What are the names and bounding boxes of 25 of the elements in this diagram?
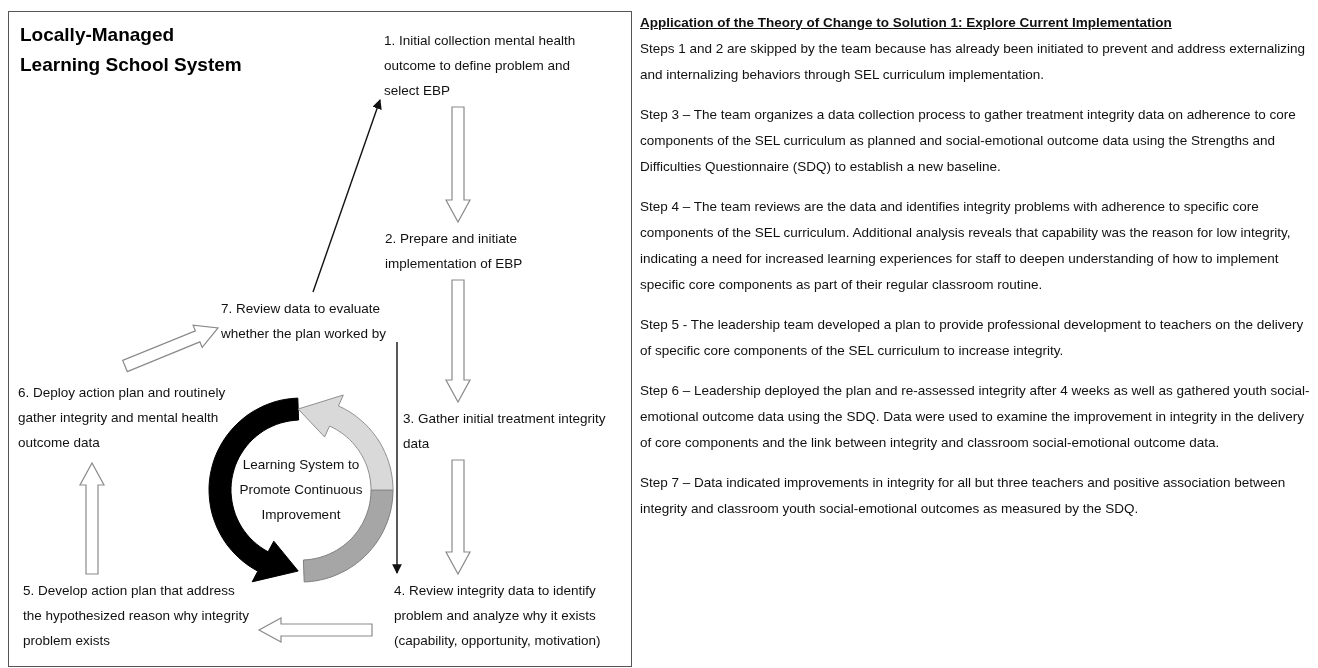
step-label: 2. Prepare and initiate implementation of EBP bbox=[385, 226, 585, 276]
frame-label: Locally-Managed Learning School System bbox=[20, 23, 243, 77]
step-label: 5. Develop action plan that address the hypothesized reason why integrity problem exists bbox=[23, 578, 255, 653]
step-label: 1. Initial collection mental health outcome to define problem and select EBP bbox=[384, 28, 589, 103]
step-paragraph: Step 3 – The team organizes a data collection process to gather treatment integrity data on adherence to core components of the SEL curriculum as planned and social-emotional outcome data using the Strengths and Difficulties Questionnaire (SDQ) to establish a new baseline. bbox=[640, 106, 1297, 176]
step-paragraph: Step 5 - The leadership team developed a plan to provide professional development to teachers on the delivery of specific core components of the SEL curriculum to increase integrity. bbox=[640, 316, 1305, 360]
block-arrow bbox=[257, 617, 373, 643]
block-arrow bbox=[445, 279, 471, 404]
frame-box bbox=[8, 11, 632, 667]
arrow bbox=[312, 99, 382, 293]
step-label: 4. Review integrity data to identify problem and analyze why it exists (capability, opportunity, motivation) bbox=[394, 578, 630, 653]
block-arrow bbox=[121, 324, 220, 373]
step-paragraph: Step 6 – Leadership deployed the plan and re-assessed integrity after 4 weeks as well as gathered youth social-emotional outcome data using the SDQ. Data were used to examine the improvement in integrity in the delivery of core components and the link between integrity and classroom social-emotional outcome data. bbox=[640, 382, 1311, 452]
step-paragraph: Step 4 – The team reviews are the data and identifies integrity problems with adherence to specific core components of the SEL curriculum. Additional analysis reveals that capability was the reason for low integrity, indicating a need for increased learning experiences for staff to deepen understanding of how to implement specific core components as part of their regular classroom routine. bbox=[640, 198, 1292, 294]
block-arrow bbox=[79, 461, 105, 575]
arrow bbox=[392, 341, 402, 574]
step-label: 6. Deploy action plan and routinely gather integrity and mental health outcome data bbox=[18, 380, 233, 455]
panel-heading: Application of the Theory of Change to Solution 1: Explore Current Implementation bbox=[640, 14, 1173, 32]
step-paragraph: Step 7 – Data indicated improvements in integrity for all but three teachers and positive association between integrity and classroom youth social-emotional outcomes as measured by the SDQ. bbox=[640, 474, 1287, 518]
step-paragraph: Steps 1 and 2 are skipped by the team because has already been initiated to prevent and address externalizing and internalizing behaviors through SEL curriculum implementation. bbox=[640, 40, 1306, 84]
cycle-label: Learning System to Promote Continuous Improvement bbox=[231, 452, 371, 527]
block-arrow bbox=[445, 106, 471, 224]
step-label: 7. Review data to evaluate whether the plan worked by bbox=[221, 296, 411, 346]
step-label: 3. Gather initial treatment integrity data bbox=[403, 406, 618, 456]
block-arrow bbox=[445, 459, 471, 576]
